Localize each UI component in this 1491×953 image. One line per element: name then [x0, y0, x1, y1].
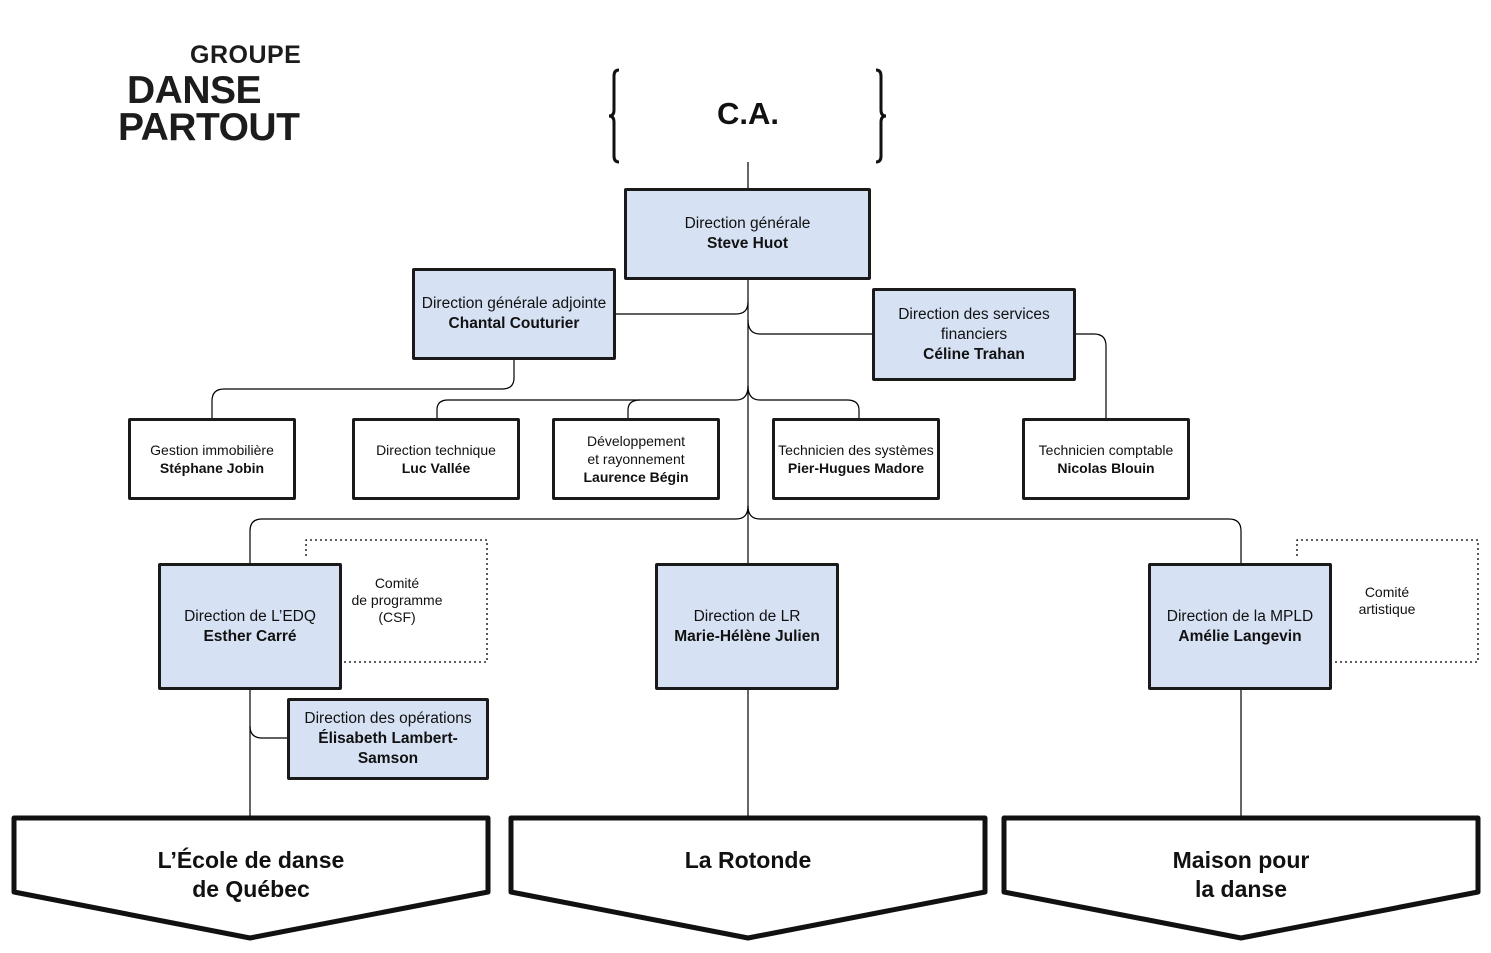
committee-line: artistique	[1358, 601, 1416, 617]
node-person: Pier-Hugues Madore	[787, 460, 925, 476]
node-person: Steve Huot	[707, 235, 788, 252]
node-person: Laurence Bégin	[583, 469, 689, 485]
committee-line: de programme	[351, 592, 443, 608]
connector-bottom-fork	[249, 505, 749, 566]
connector-staff	[436, 385, 749, 420]
entity-shape-mpld	[1001, 815, 1481, 941]
node-title: Direction générale adjointe	[421, 295, 607, 312]
connector-accountant	[1074, 333, 1107, 420]
entity-line: La Rotonde	[684, 847, 812, 873]
node-gestion-immobiliere: Gestion immobilière Stéphane Jobin	[128, 418, 296, 500]
committee-line: Comité	[1364, 584, 1410, 600]
committee-program-frame	[305, 539, 488, 663]
node-title: Direction technique	[376, 442, 496, 458]
node-title: Développement	[586, 433, 686, 449]
node-direction-services-financiers: Direction des services financiers Céline…	[872, 288, 1076, 381]
node-direction-operations: Direction des opérations Élisabeth Lambe…	[287, 698, 489, 780]
committee-artistic-label: Comité artistique	[1340, 584, 1434, 618]
node-title: Direction des services financiers	[898, 305, 1050, 343]
connector-deputy	[614, 301, 749, 315]
node-direction-mpld: Direction de la MPLD Amélie Langevin	[1148, 563, 1332, 690]
node-title: Direction de L’EDQ	[184, 607, 316, 625]
node-direction-edq: Direction de L’EDQ Esther Carré	[158, 563, 342, 690]
node-direction-technique: Direction technique Luc Vallée	[352, 418, 520, 500]
board-label: C.A.	[717, 96, 779, 131]
node-person: Chantal Couturier	[448, 315, 580, 332]
node-title: Technicien comptable	[1038, 442, 1174, 458]
node-title: Direction générale	[684, 215, 811, 232]
entity-la-rotonde: La Rotonde	[511, 846, 985, 875]
entity-line: de Québec	[192, 876, 310, 902]
logo-line-danse: DANSE	[127, 69, 262, 112]
logo-line-groupe: GROUPE	[190, 41, 302, 69]
committee-line: (CSF)	[378, 609, 416, 625]
node-direction-generale: Direction générale Steve Huot	[624, 188, 871, 280]
logo-line-partout: PARTOUT	[118, 106, 300, 149]
node-developpement-rayonnement: Développement et rayonnement Laurence Bé…	[552, 418, 720, 500]
ca-left-bracket	[608, 68, 620, 164]
node-person: Céline Trahan	[923, 345, 1025, 363]
connector-finance	[747, 319, 874, 335]
node-title: Direction des opérations	[304, 710, 472, 727]
entity-shape-lr	[508, 815, 988, 941]
node-person: Élisabeth Lambert-Samson	[318, 730, 458, 767]
ca-right-bracket	[875, 68, 887, 164]
node-technicien-systemes: Technicien des systèmes Pier-Hugues Mado…	[772, 418, 940, 500]
node-technicien-comptable: Technicien comptable Nicolas Blouin	[1022, 418, 1190, 500]
connector-operations	[249, 725, 290, 739]
node-title: Direction de la MPLD	[1166, 607, 1314, 625]
entity-line: la danse	[1194, 876, 1288, 902]
entity-maison-pour-la-danse: Maison pour la danse	[1004, 846, 1478, 904]
node-person: Nicolas Blouin	[1057, 460, 1155, 476]
node-person: Stéphane Jobin	[159, 460, 265, 476]
node-title: Technicien des systèmes	[778, 442, 934, 458]
node-person: Luc Vallée	[401, 460, 471, 476]
node-title: Gestion immobilière	[150, 442, 274, 458]
entity-shape-edq	[11, 815, 491, 941]
node-title: Direction de LR	[693, 607, 801, 625]
entity-line: L’École de danse	[157, 847, 345, 873]
node-direction-lr: Direction de LR Marie-Hélène Julien	[655, 563, 839, 690]
node-direction-generale-adjointe: Direction générale adjointe Chantal Cout…	[412, 268, 616, 360]
node-title-line2: et rayonnement	[587, 451, 685, 467]
connector-property	[211, 358, 515, 420]
committee-line: Comité	[374, 575, 420, 591]
node-person: Amélie Langevin	[1178, 627, 1302, 645]
node-person: Esther Carré	[203, 627, 297, 645]
committee-program-label: Comité de programme (CSF)	[342, 575, 452, 626]
entity-ecole-de-danse-de-quebec: L’École de danse de Québec	[14, 846, 488, 904]
node-person: Marie-Hélène Julien	[674, 627, 820, 645]
committee-artistic-frame	[1296, 539, 1479, 663]
entity-line: Maison pour	[1172, 847, 1310, 873]
